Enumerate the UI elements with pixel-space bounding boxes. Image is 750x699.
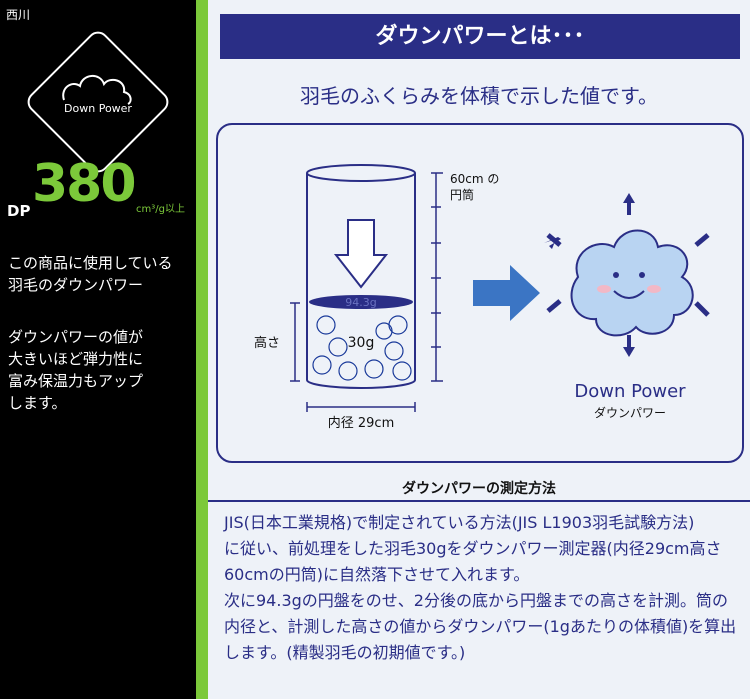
brand-name: 西川 xyxy=(6,8,31,22)
section-divider xyxy=(208,500,750,502)
diameter-bracket xyxy=(306,402,416,412)
main-panel: ダウンパワーとは･･･ 羽毛のふくらみを体積で示した値です。 94.3g 30g xyxy=(208,0,750,699)
expansion-arrows xyxy=(544,193,710,357)
page-title: ダウンパワーとは･･･ xyxy=(220,14,740,59)
cylinder-label-2: 円筒 xyxy=(450,187,474,202)
cylinder xyxy=(306,164,416,389)
down-feathers xyxy=(312,315,412,381)
diagram-svg: 94.3g 30g 高さ 内径 29cm xyxy=(254,164,710,431)
height-ruler xyxy=(431,172,443,382)
down-weight: 30g xyxy=(348,335,375,351)
method-heading: ダウンパワーの測定方法 xyxy=(402,481,556,497)
result-en: Down Power xyxy=(574,381,686,402)
green-divider xyxy=(196,0,208,699)
diameter-label: 内径 29cm xyxy=(328,415,395,431)
result-jp: ダウンパワー xyxy=(594,405,666,420)
right-arrow-icon xyxy=(473,265,540,321)
left-caption-1: この商品に使用している 羽毛のダウンパワー xyxy=(8,254,173,294)
subtitle: 羽毛のふくらみを体積で示した値です。 xyxy=(300,84,658,108)
dp-label: DP xyxy=(7,202,31,220)
measurement-diagram: 94.3g 30g 高さ 内径 29cm xyxy=(216,123,744,463)
height-bracket xyxy=(290,302,300,382)
height-label: 高さ xyxy=(254,335,280,351)
disk xyxy=(309,295,413,309)
drop-arrow-icon xyxy=(333,219,389,289)
dp-value: 380 xyxy=(32,154,137,214)
method-description: JIS(日本工業規格)で制定されている方法(JIS L1903羽毛試験方法) に… xyxy=(224,513,737,662)
cylinder-label-1: 60cm の xyxy=(450,172,499,186)
left-caption-2: ダウンパワーの値が 大きいほど弾力性に 富み保温力もアップ します。 xyxy=(8,328,144,412)
left-panel: 西川 Down Power DP 380 cm³/g以上 この商品に使用している… xyxy=(0,0,196,699)
down-power-logo: Down Power xyxy=(27,31,169,173)
disk-label: 94.3g xyxy=(345,296,376,309)
logo-text: Down Power xyxy=(64,102,132,115)
down-power-mascot xyxy=(570,229,694,337)
dp-unit: cm³/g以上 xyxy=(136,204,185,215)
